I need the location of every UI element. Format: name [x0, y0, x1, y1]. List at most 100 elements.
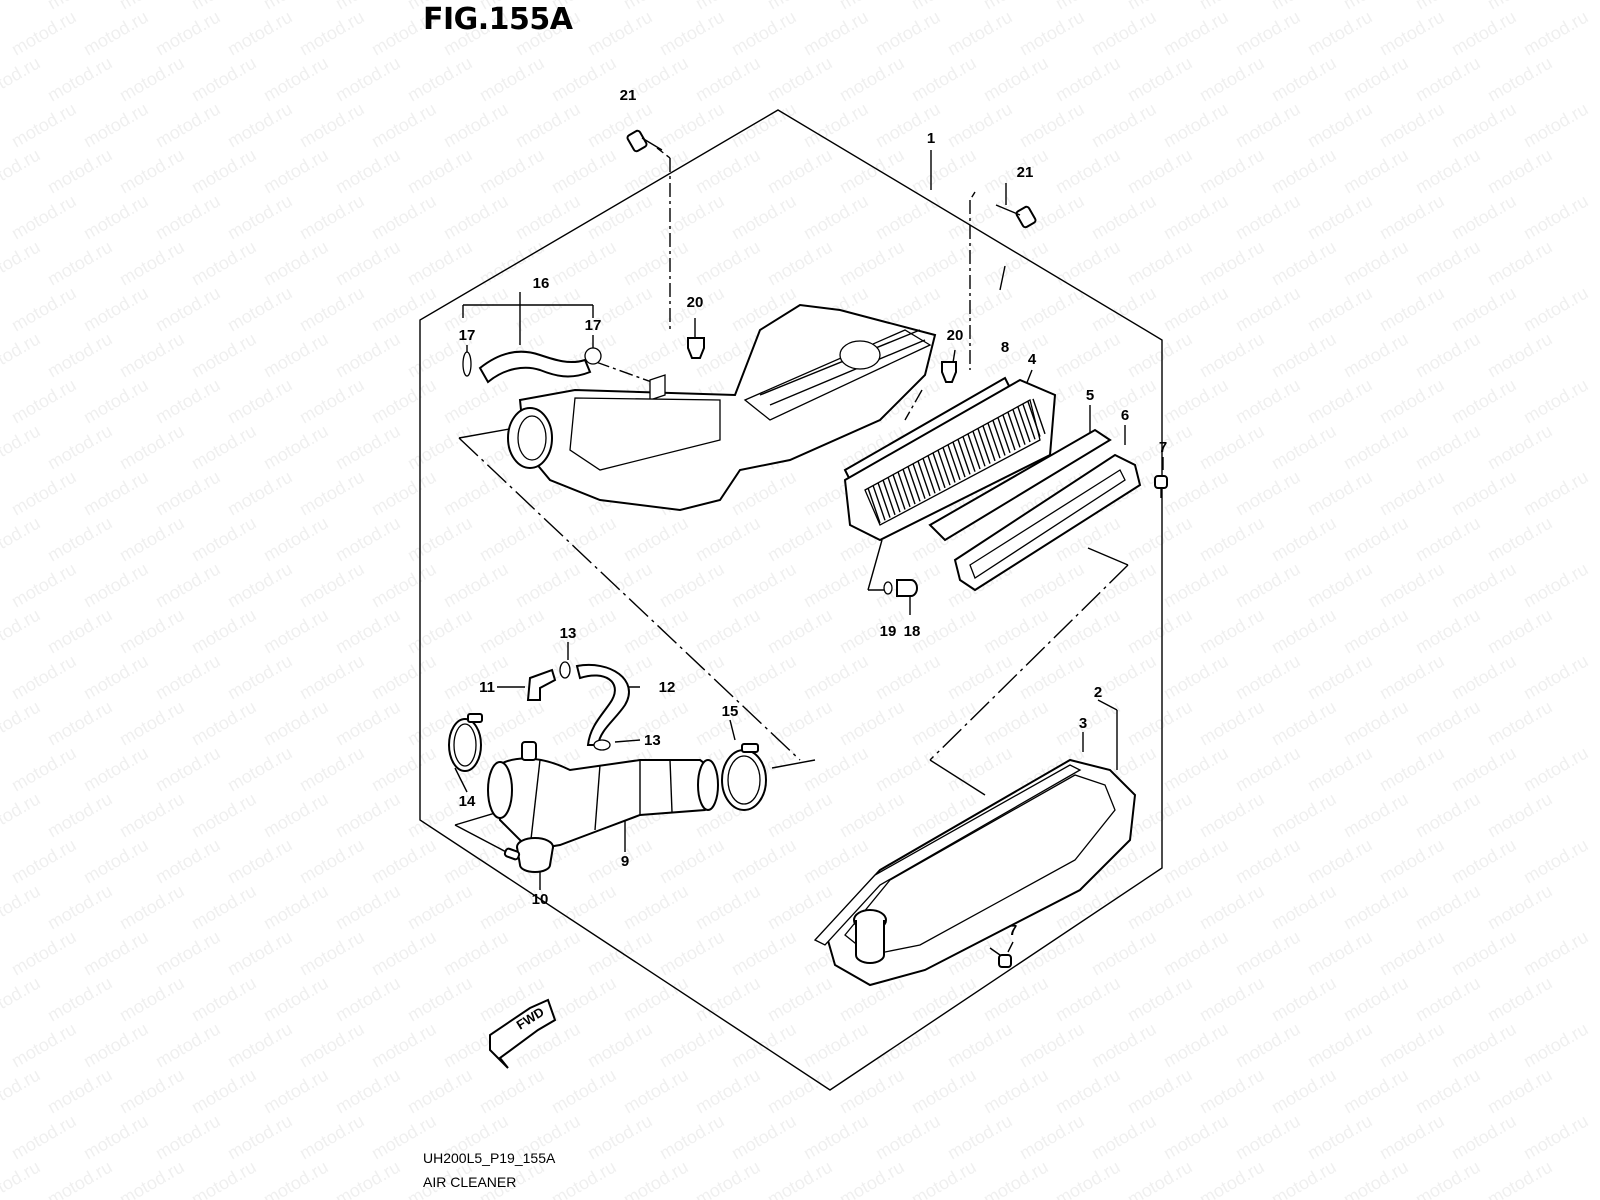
watermark-text: motod.ru	[1484, 1065, 1556, 1118]
watermark-text: motod.ru	[224, 835, 296, 888]
watermark-text: motod.ru	[188, 237, 260, 290]
watermark-text: motod.ru	[1340, 881, 1412, 934]
callout-11: 11	[479, 679, 495, 696]
watermark-text: motod.ru	[1016, 559, 1088, 612]
watermark-text: motod.ru	[980, 697, 1052, 750]
figure-name: AIR CLEANER	[423, 1174, 517, 1190]
watermark-text: motod.ru	[1196, 789, 1268, 842]
grommet-20-right	[941, 361, 957, 383]
watermark-text: motod.ru	[476, 53, 548, 106]
watermark-text: motod.ru	[728, 99, 800, 152]
watermark-text: motod.ru	[512, 191, 584, 244]
watermark-text: motod.ru	[1484, 0, 1556, 13]
watermark-text: motod.ru	[296, 99, 368, 152]
watermark-text: motod.ru	[1412, 973, 1484, 1026]
watermark-text: motod.ru	[0, 329, 44, 382]
watermark-text: motod.ru	[980, 605, 1052, 658]
bolt-21-upper-right	[995, 204, 1037, 229]
callout-21: 21	[1017, 164, 1034, 181]
watermark-text: motod.ru	[620, 1065, 692, 1118]
watermark-text: motod.ru	[1016, 283, 1088, 336]
watermark-text: motod.ru	[224, 743, 296, 796]
watermark-text: motod.ru	[620, 973, 692, 1026]
watermark-text: motod.ru	[1196, 513, 1268, 566]
watermark-text: motod.ru	[224, 559, 296, 612]
watermark-text: motod.ru	[1340, 237, 1412, 290]
frame-6	[953, 453, 1142, 592]
watermark-text: motod.ru	[1088, 99, 1160, 152]
watermark-text: motod.ru	[656, 835, 728, 888]
watermark-text: motod.ru	[728, 191, 800, 244]
watermark-text: motod.ru	[152, 99, 224, 152]
clamp-13-upper	[559, 661, 571, 679]
watermark-text: motod.ru	[296, 1111, 368, 1164]
watermark-text: motod.ru	[44, 513, 116, 566]
watermark-text: motod.ru	[368, 375, 440, 428]
filter-pleat	[937, 449, 951, 486]
watermark-text: motod.ru	[440, 835, 512, 888]
watermark-text: motod.ru	[728, 7, 800, 60]
watermark-text: motod.ru	[296, 835, 368, 888]
watermark-text: motod.ru	[908, 973, 980, 1026]
screw-7-upper	[1154, 475, 1168, 498]
watermark-text: motod.ru	[188, 973, 260, 1026]
watermark-text: motod.ru	[476, 697, 548, 750]
watermark-text: motod.ru	[1160, 1019, 1232, 1072]
watermark-text: motod.ru	[296, 191, 368, 244]
watermark-text: motod.ru	[116, 513, 188, 566]
filter-pleat	[1002, 414, 1016, 451]
watermark-text: motod.ru	[440, 375, 512, 428]
watermark-text: motod.ru	[224, 651, 296, 704]
watermark-text: motod.ru	[404, 1065, 476, 1118]
watermark-text: motod.ru	[1088, 927, 1160, 980]
watermark-text: motod.ru	[332, 145, 404, 198]
watermark-text: motod.ru	[620, 145, 692, 198]
watermark-text: motod.ru	[44, 0, 116, 13]
watermark-text: motod.ru	[1304, 375, 1376, 428]
watermark-text: motod.ru	[80, 467, 152, 520]
watermark-text: motod.ru	[80, 743, 152, 796]
watermark-text: motod.ru	[1232, 1019, 1304, 1072]
watermark-text: motod.ru	[872, 191, 944, 244]
watermark-text: motod.ru	[8, 191, 80, 244]
watermark-text: motod.ru	[1016, 1111, 1088, 1164]
watermark-text: motod.ru	[332, 0, 404, 13]
watermark-text: motod.ru	[548, 1157, 620, 1200]
watermark-text: motod.ru	[8, 99, 80, 152]
watermark-text: motod.ru	[980, 1157, 1052, 1200]
watermark-text: motod.ru	[404, 53, 476, 106]
watermark-text: motod.ru	[1088, 7, 1160, 60]
callout-17: 17	[585, 317, 602, 334]
watermark-text: motod.ru	[0, 53, 44, 106]
watermark-text: motod.ru	[728, 1111, 800, 1164]
watermark-text: motod.ru	[44, 881, 116, 934]
watermark-text: motod.ru	[44, 145, 116, 198]
watermark-text: motod.ru	[224, 375, 296, 428]
watermark-text: motod.ru	[1412, 237, 1484, 290]
watermark-text: motod.ru	[440, 651, 512, 704]
callout-21: 21	[620, 87, 637, 104]
watermark-text: motod.ru	[404, 881, 476, 934]
watermark-text: motod.ru	[152, 651, 224, 704]
filter-pleat	[877, 482, 891, 518]
watermark-text: motod.ru	[0, 237, 44, 290]
watermark-text: motod.ru	[764, 1065, 836, 1118]
watermark-text: motod.ru	[1304, 927, 1376, 980]
watermark-text: motod.ru	[1520, 7, 1592, 60]
filter-pleat	[1007, 412, 1021, 448]
watermark-text: motod.ru	[44, 605, 116, 658]
watermark-text: motod.ru	[1304, 743, 1376, 796]
watermark-text: motod.ru	[1412, 789, 1484, 842]
watermark-text: motod.ru	[80, 1019, 152, 1072]
watermark-text: motod.ru	[1448, 1019, 1520, 1072]
watermark-text: motod.ru	[1448, 191, 1520, 244]
watermark-text: motod.ru	[404, 421, 476, 474]
watermark-text: motod.ru	[152, 1019, 224, 1072]
watermark-text: motod.ru	[620, 237, 692, 290]
watermark-text: motod.ru	[584, 1019, 656, 1072]
watermark-text: motod.ru	[260, 697, 332, 750]
watermark-text: motod.ru	[1160, 375, 1232, 428]
watermark-text: motod.ru	[800, 7, 872, 60]
watermark-text: motod.ru	[548, 881, 620, 934]
